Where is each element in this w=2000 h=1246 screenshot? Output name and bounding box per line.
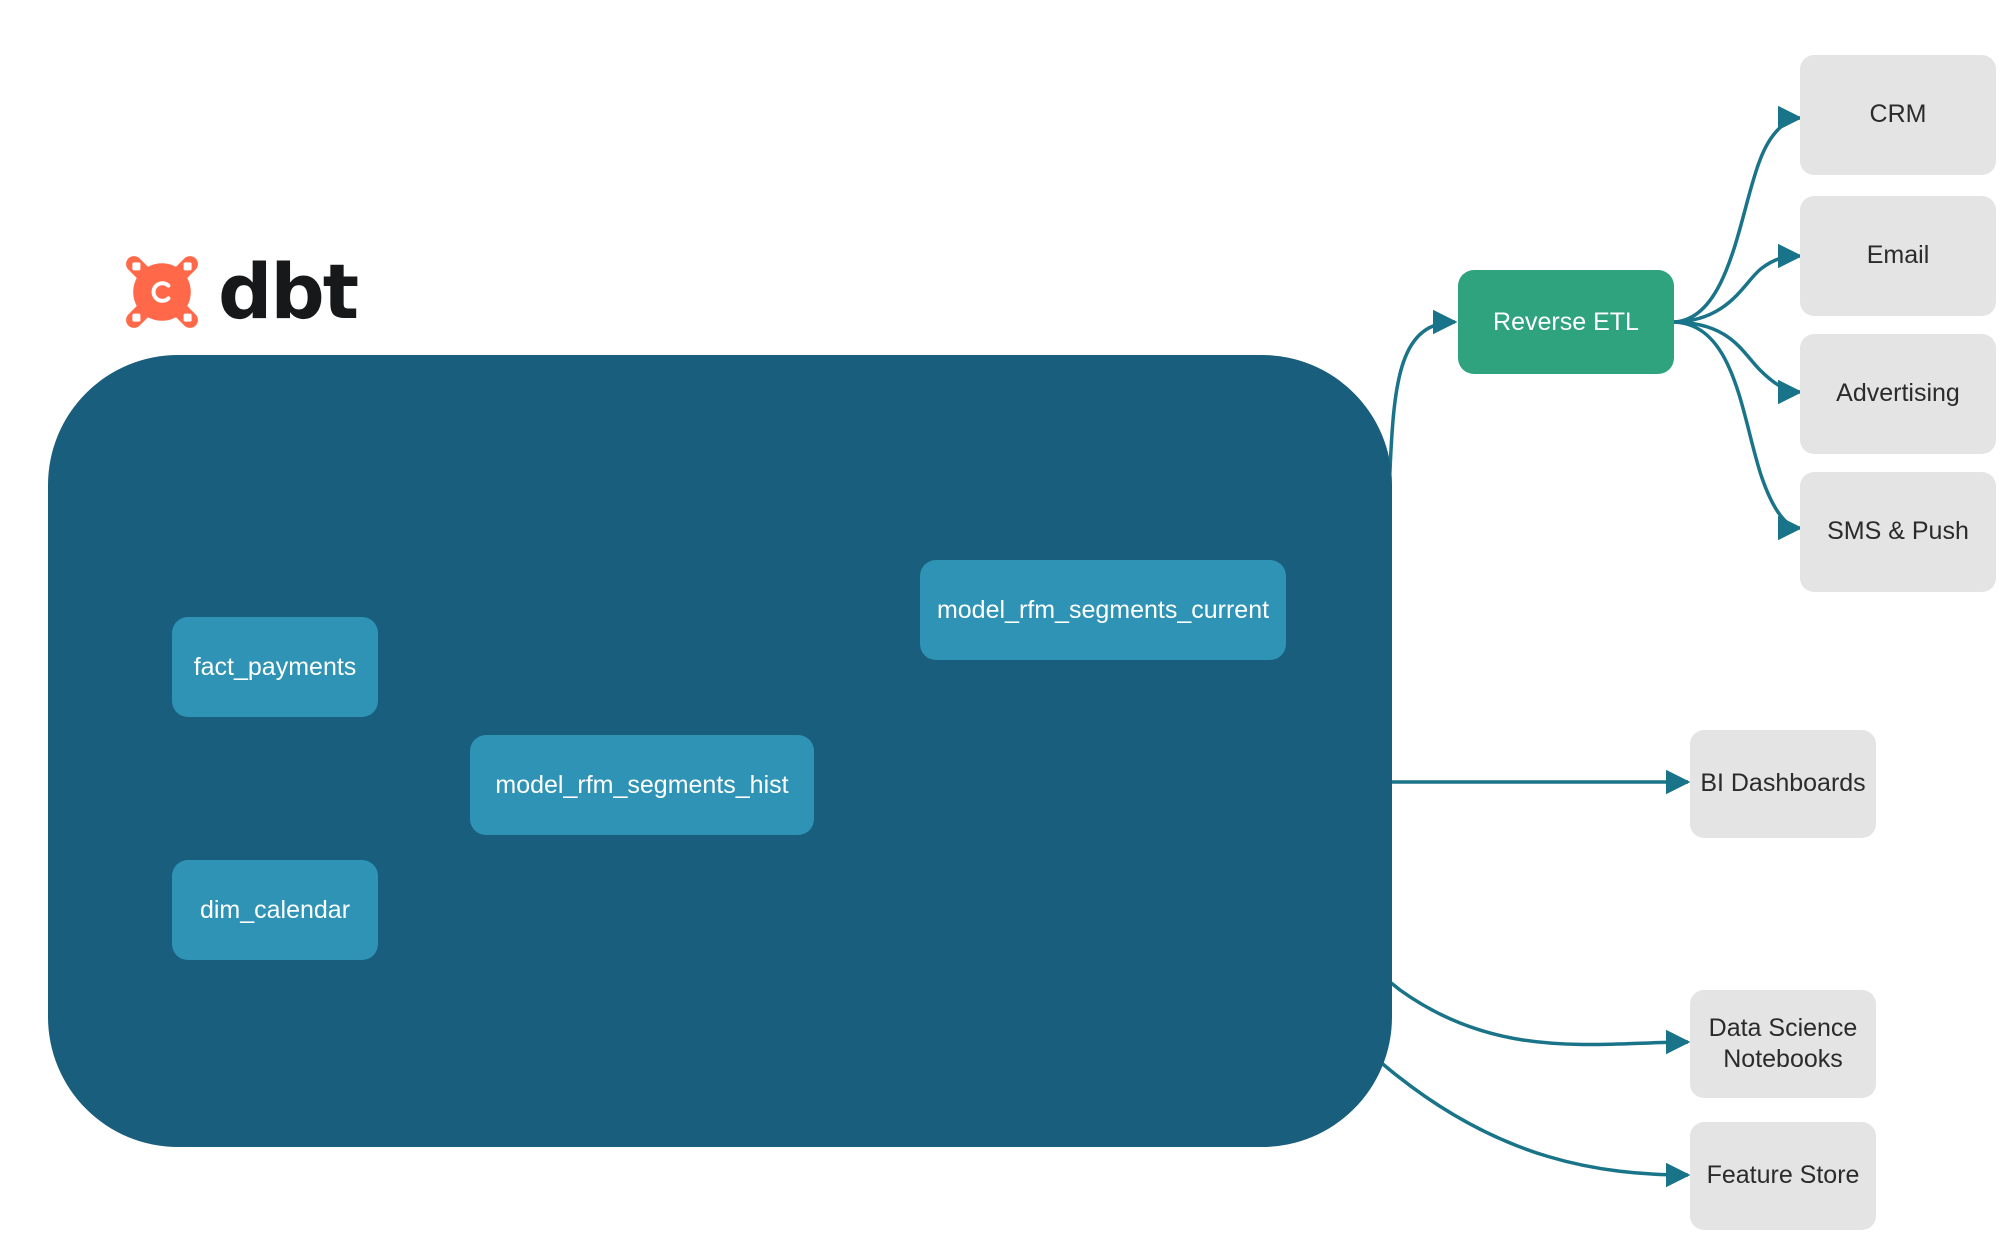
edge-reverse-etl-to-sms-push	[1671, 320, 1803, 541]
node-feature-store[interactable]: Feature Store	[1690, 1122, 1876, 1230]
dbt-logo-lockup: dbt	[122, 247, 359, 336]
node-label-line-2: Notebooks	[1723, 1045, 1843, 1073]
edge-reverse-etl-to-crm	[1671, 105, 1803, 324]
node-crm[interactable]: CRM	[1800, 55, 1996, 175]
dbt-pinwheel-icon	[126, 256, 198, 328]
node-model-rfm-segments-current[interactable]: model_rfm_segments_current	[920, 560, 1286, 660]
node-sms-push[interactable]: SMS & Push	[1800, 472, 1996, 592]
node-label-line-1: Data Science	[1708, 1013, 1858, 1042]
node-reverse-etl[interactable]: Reverse ETL	[1458, 270, 1674, 374]
node-fact-payments[interactable]: fact_payments	[172, 617, 378, 717]
edge-reverse-etl-to-email	[1671, 243, 1803, 324]
node-email[interactable]: Email	[1800, 196, 1996, 316]
edge-reverse-etl-to-advertising	[1671, 320, 1803, 405]
node-dim-calendar[interactable]: dim_calendar	[172, 860, 378, 960]
node-advertising[interactable]: Advertising	[1800, 334, 1996, 454]
node-data-science-notebooks[interactable]: Data Science Notebooks	[1690, 990, 1876, 1098]
dbt-wordmark: dbt	[218, 247, 359, 336]
node-bi-dashboards[interactable]: BI Dashboards	[1690, 730, 1876, 838]
node-model-rfm-segments-hist[interactable]: model_rfm_segments_hist	[470, 735, 814, 835]
